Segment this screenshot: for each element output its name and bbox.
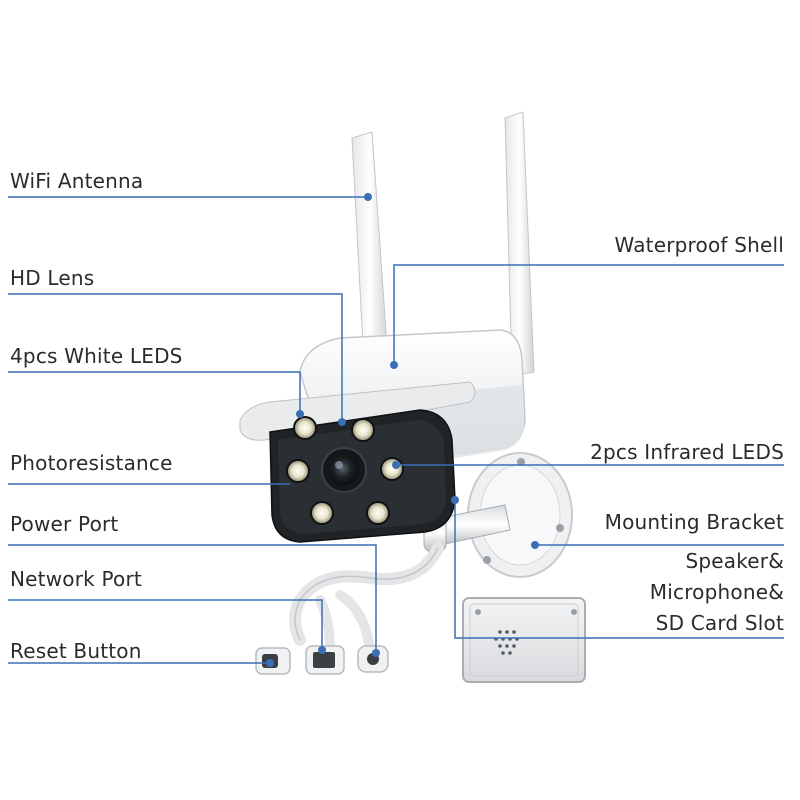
leader-power-port xyxy=(8,544,377,653)
leader-hd-lens xyxy=(8,293,343,422)
label-power-port: Power Port xyxy=(10,512,119,536)
infrared-led-1 xyxy=(286,459,310,483)
speaker-box-graphic xyxy=(462,597,586,683)
dot-white-leds xyxy=(296,410,304,418)
dot-speaker-slot xyxy=(451,496,459,504)
leader-speaker-slot xyxy=(454,500,784,639)
left-antenna xyxy=(351,131,389,365)
label-wifi-antenna: WiFi Antenna xyxy=(10,169,144,193)
infrared-led-2 xyxy=(380,457,404,481)
leader-network-port xyxy=(8,599,323,650)
dot-power-port xyxy=(372,649,380,657)
label-photoresistance: Photoresistance xyxy=(10,451,173,475)
leader-lines xyxy=(8,196,784,664)
right-antenna xyxy=(504,111,535,377)
label-network-port: Network Port xyxy=(10,567,142,591)
dot-hd-lens xyxy=(338,418,346,426)
dot-network-port xyxy=(318,646,326,654)
label-reset-button: Reset Button xyxy=(10,639,142,663)
dot-wifi-antenna xyxy=(364,193,372,201)
dot-mounting-bracket xyxy=(531,541,539,549)
white-led-4 xyxy=(366,501,390,525)
leader-waterproof-shell xyxy=(393,264,784,365)
white-led-2 xyxy=(351,418,375,442)
label-speaker-microphone-sd: Speaker& Microphone& SD Card Slot xyxy=(650,546,784,639)
dot-infrared-leds xyxy=(392,461,400,469)
label-mounting-bracket: Mounting Bracket xyxy=(604,510,784,534)
leader-white-leds xyxy=(8,371,301,414)
white-led-3 xyxy=(310,501,334,525)
label-infrared-leds: 2pcs Infrared LEDS xyxy=(590,440,784,464)
leader-dots xyxy=(266,193,539,667)
white-led-1 xyxy=(293,416,317,440)
label-speaker-line2: Microphone& xyxy=(649,580,784,604)
label-hd-lens: HD Lens xyxy=(10,266,95,290)
label-waterproof-shell: Waterproof Shell xyxy=(614,233,784,257)
label-speaker-line3: SD Card Slot xyxy=(655,611,784,635)
mounting-bracket-graphic xyxy=(423,452,573,578)
hd-lens-graphic xyxy=(321,447,367,493)
dot-reset-button xyxy=(266,659,274,667)
dot-waterproof-shell xyxy=(390,361,398,369)
label-speaker-line1: Speaker& xyxy=(685,549,784,573)
cable-bundle xyxy=(255,542,444,675)
label-white-leds: 4pcs White LEDS xyxy=(10,344,183,368)
